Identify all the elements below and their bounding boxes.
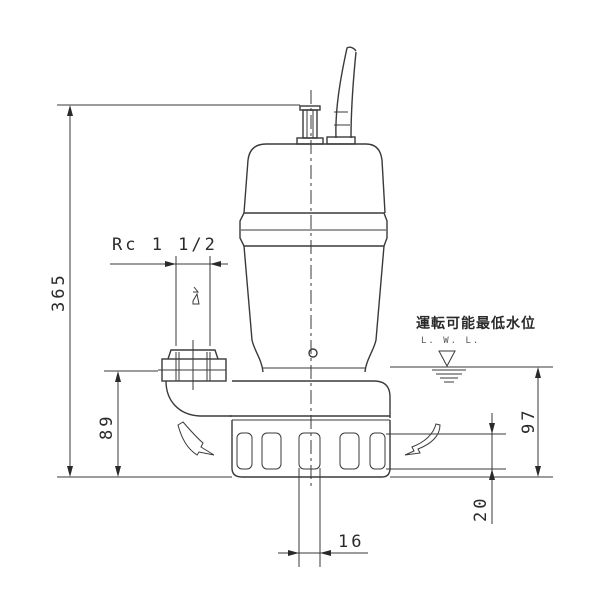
- drain-screw: [308, 348, 318, 358]
- lwl-label: L. W. L.: [421, 336, 480, 346]
- dimension-discharge-port: Rc 1 1/2: [110, 235, 228, 346]
- pump-body: [158, 46, 441, 490]
- discharge-coupling: [158, 340, 227, 390]
- top-post: [296, 105, 324, 145]
- min-water-level-label: 運転可能最低水位: [416, 315, 536, 332]
- slot-width-value: 16: [338, 532, 364, 552]
- strainer-gap-value: 20: [471, 496, 491, 522]
- power-cable: [326, 46, 357, 145]
- low-water-level-marker: 運転可能最低水位 L. W. L.: [390, 315, 553, 383]
- flow-arrow-left: [177, 421, 215, 456]
- lwl-height-value: 97: [519, 408, 539, 434]
- dimension-strainer-gap: 20: [386, 413, 506, 524]
- discharge-port-label: Rc 1 1/2: [112, 235, 218, 255]
- discharge-height-value: 89: [97, 414, 117, 440]
- dimension-slot-width: 16: [278, 468, 368, 567]
- strainer: [231, 420, 391, 478]
- dimension-lwl-height: 97: [390, 367, 553, 478]
- dimension-overall-height: 365: [49, 104, 300, 478]
- overall-height-value: 365: [49, 272, 69, 312]
- flow-arrow-right: [404, 423, 441, 456]
- dimension-discharge-height: 89: [97, 370, 158, 477]
